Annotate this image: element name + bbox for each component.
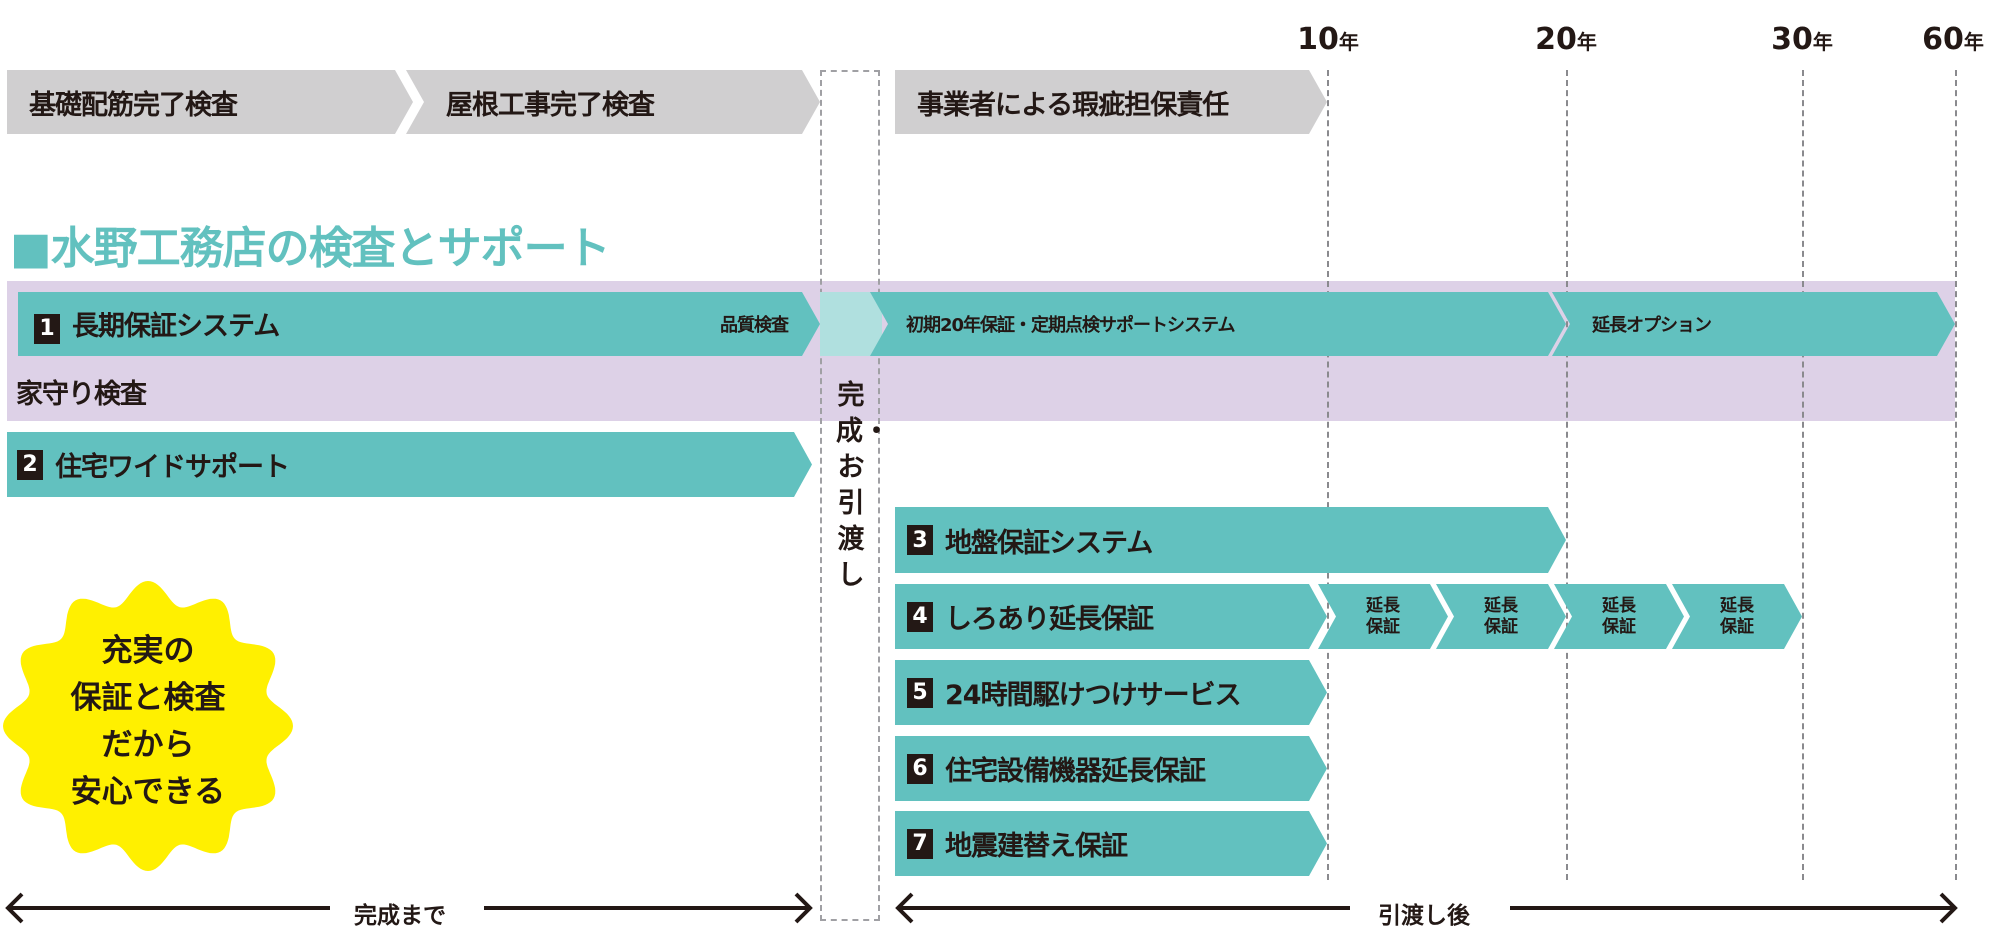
arrowhead-left-icon <box>895 892 914 924</box>
arrowhead-right-icon <box>794 892 813 924</box>
handover-highlight <box>820 292 882 356</box>
item-4-extension-1: 延長保証 <box>1318 584 1448 649</box>
arrowhead-right-icon <box>1939 892 1958 924</box>
section-title: ■水野工務店の検査とサポート <box>10 223 611 274</box>
handover-box <box>820 70 880 921</box>
item-4-extension-4: 延長保証 <box>1672 584 1802 649</box>
timeline-arrows <box>5 892 1958 924</box>
year-label-20: 20年 <box>1535 22 1597 57</box>
item-4-extension-3: 延長保証 <box>1554 584 1684 649</box>
stage-liability: 事業者による瑕疵担保責任 <box>895 70 1327 134</box>
starburst-badge <box>3 581 293 871</box>
year-label-30: 30年 <box>1771 22 1833 57</box>
stage-foundation: 基礎配筋完了検査 <box>7 70 413 134</box>
house-inspection-label: 家守り検査 <box>16 379 147 410</box>
gridline-30 <box>1802 70 1804 880</box>
stage-roof: 屋根工事完了検査 <box>406 70 820 134</box>
gridline-20 <box>1566 70 1568 880</box>
timeline-after-label: 引渡し後 <box>1378 903 1470 929</box>
starburst-shape <box>3 581 293 871</box>
badge-line-1: 充実の <box>101 633 195 669</box>
badge-line-4: 安心できる <box>70 774 226 810</box>
year-label-60: 60年 <box>1922 22 1984 57</box>
gridline-60 <box>1955 70 1957 880</box>
arrowhead-left-icon <box>5 892 24 924</box>
gridline-10 <box>1327 70 1329 880</box>
badge-text: 充実の 保証と検査 だから 安心できる <box>0 628 296 816</box>
badge-line-2: 保証と検査 <box>70 680 226 716</box>
timeline-before-label: 完成まで <box>354 903 446 929</box>
item-4-extension-2: 延長保証 <box>1436 584 1566 649</box>
badge-line-3: だから <box>101 727 195 763</box>
item-1-phase2: 初期20年保証・定期点検サポートシステム <box>870 292 1566 356</box>
item-1-phase3: 延長オプション <box>1552 292 1955 356</box>
year-label-10: 10年 <box>1297 22 1359 57</box>
handover-label: 完成・お引渡し <box>836 380 890 591</box>
